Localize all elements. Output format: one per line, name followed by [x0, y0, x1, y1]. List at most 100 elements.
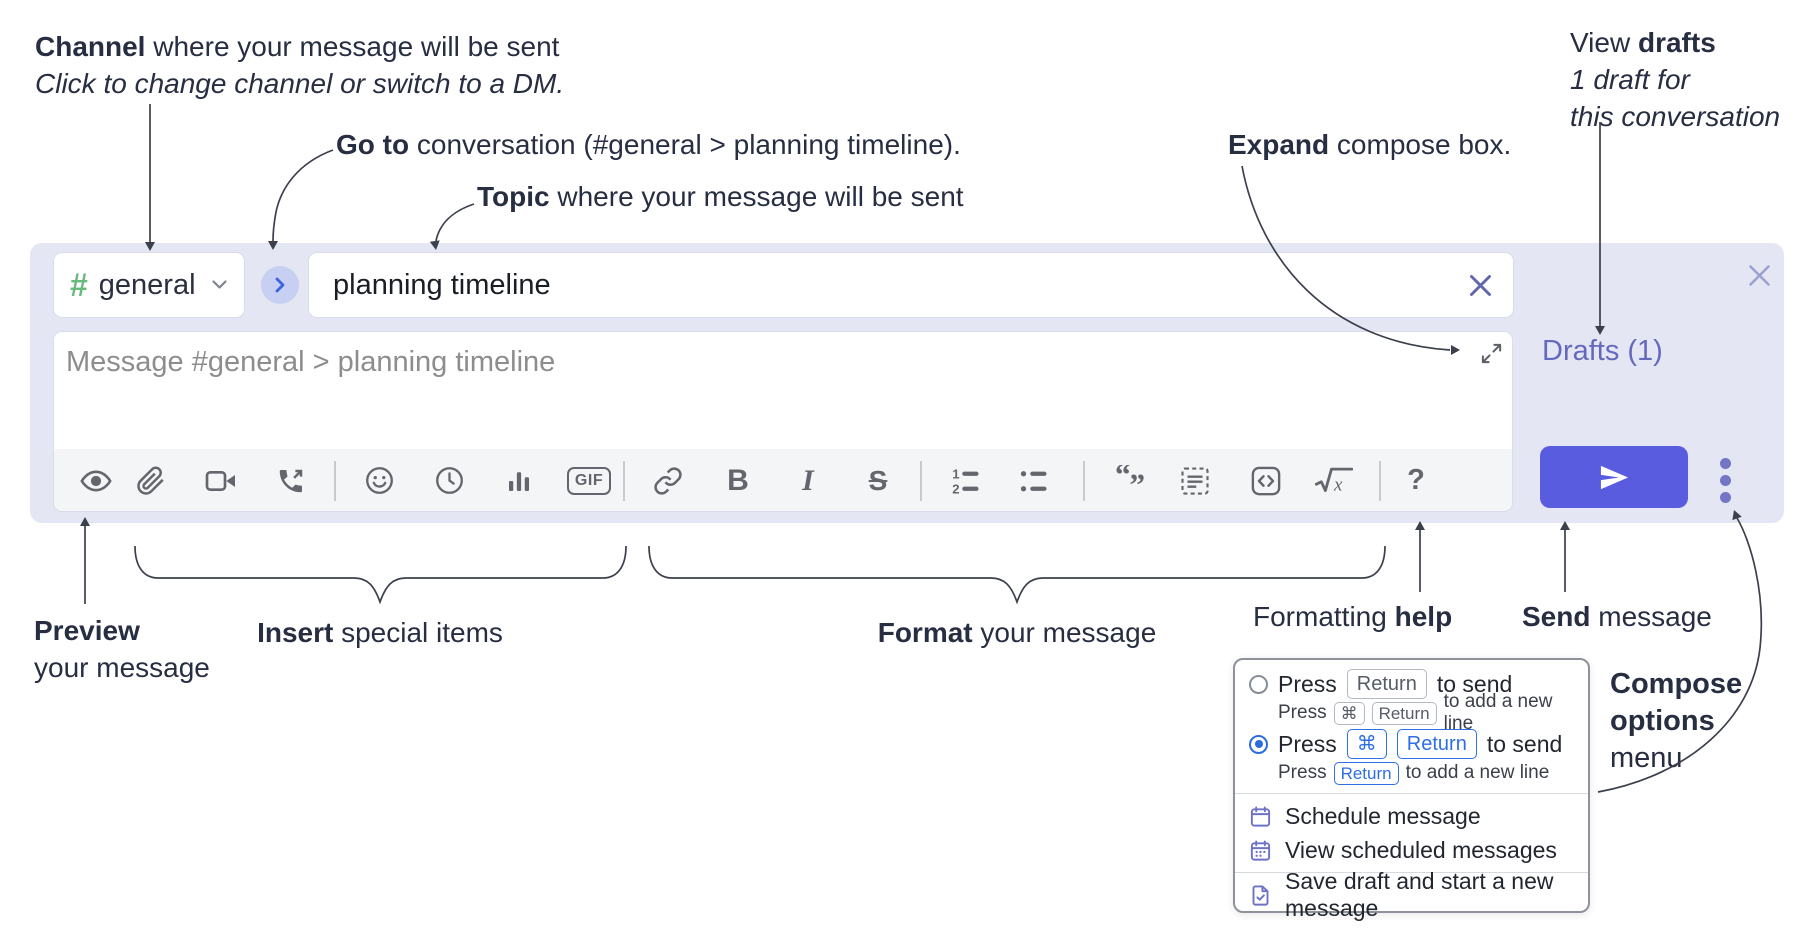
radio-unselected-icon[interactable]: [1249, 674, 1268, 694]
chevron-right-icon: [275, 277, 285, 293]
attach-file-button[interactable]: [129, 458, 173, 504]
math-button[interactable]: x: [1312, 458, 1356, 504]
video-camera-icon: [205, 470, 235, 491]
annotation-expand: Expand compose box.: [1228, 129, 1512, 160]
poll-button[interactable]: [497, 458, 541, 504]
compose-options-menu: Press Return to send Press ⌘ Return to a…: [1233, 658, 1590, 921]
link-button[interactable]: [646, 458, 690, 504]
numbered-list-icon: 12: [952, 466, 979, 496]
kebab-dot: [1719, 474, 1731, 486]
topic-input[interactable]: [308, 252, 1514, 318]
expand-compose-button[interactable]: [1478, 340, 1504, 366]
bulleted-list-button[interactable]: [1012, 458, 1056, 504]
gif-icon: GIF: [566, 466, 612, 495]
topic-clear-button[interactable]: [1466, 271, 1495, 300]
send-option-cmd-return-subtext: Press Return to add a new line: [1278, 761, 1550, 785]
option-text: to send: [1486, 730, 1563, 757]
kebab-dot: [1719, 491, 1731, 503]
math-icon: x: [1315, 467, 1353, 496]
toolbar-divider: [1379, 460, 1381, 501]
paperclip-icon: [137, 466, 164, 495]
annotation-format: Format your message: [877, 617, 1157, 648]
send-plane-icon: [1600, 465, 1628, 489]
channel-selector[interactable]: # general: [53, 252, 245, 318]
calendar-grid-icon: [1250, 839, 1271, 861]
menu-item-schedule-message[interactable]: Schedule message: [1235, 799, 1588, 833]
emoji-button[interactable]: [357, 458, 401, 504]
annotation-channel: Channel where your message will be sent …: [35, 28, 564, 102]
toolbar-divider: [920, 460, 922, 501]
goto-connector: [272, 149, 334, 242]
option-text: to send: [1436, 670, 1513, 697]
italic-icon: I: [802, 463, 814, 497]
italic-button[interactable]: I: [786, 458, 830, 504]
formatting-help-button[interactable]: ?: [1394, 458, 1438, 504]
strikethrough-icon: S: [868, 464, 888, 496]
close-compose-button[interactable]: [1746, 262, 1773, 289]
svg-text:”: ”: [1129, 467, 1145, 497]
option-text: Press: [1278, 730, 1337, 757]
send-option-return-subtext: Press ⌘ Return to add a new line: [1278, 691, 1553, 734]
gif-button[interactable]: GIF: [566, 458, 612, 504]
send-option-return[interactable]: Press Return to send: [1235, 668, 1588, 700]
annotation-preview: Preview your message: [34, 615, 210, 683]
close-icon: [1470, 275, 1491, 296]
go-to-conversation-button[interactable]: [261, 266, 299, 304]
bold-button[interactable]: B: [716, 458, 760, 504]
preview-button[interactable]: [74, 458, 118, 504]
annotation-channel-line2: Click to change channel or switch to a D…: [35, 68, 565, 99]
code-button[interactable]: [1244, 458, 1288, 504]
save-draft-icon: [1252, 884, 1269, 906]
video-call-button[interactable]: [199, 458, 243, 504]
menu-divider: [1235, 872, 1588, 873]
link-icon: [654, 466, 682, 495]
message-box: GIF B I S 12: [53, 331, 1513, 512]
svg-text:1: 1: [952, 466, 959, 481]
toolbar-divider: [1083, 460, 1085, 501]
audio-call-button[interactable]: [269, 458, 313, 504]
bar-chart-icon: [509, 471, 529, 491]
strikethrough-button[interactable]: S: [856, 458, 900, 504]
send-button[interactable]: [1540, 446, 1688, 508]
svg-text:x: x: [1333, 475, 1343, 496]
kebab-dot: [1719, 457, 1731, 469]
expand-icon: [1481, 343, 1501, 363]
annotation-view-drafts: View drafts 1 draft for this conversatio…: [1570, 24, 1780, 135]
time-button[interactable]: [427, 458, 471, 504]
chevron-down-icon: [211, 278, 228, 292]
insert-brace: [134, 545, 627, 605]
compose-box: # general: [30, 243, 1784, 523]
annotation-formatting-help: Formatting help: [1253, 601, 1453, 632]
menu-divider: [1235, 793, 1588, 794]
quote-button[interactable]: “”: [1110, 458, 1154, 504]
message-input[interactable]: [54, 332, 1512, 448]
annotation-channel-line1: Channel where your message will be sent: [35, 31, 560, 62]
toolbar-divider: [334, 460, 336, 501]
code-icon: [1251, 466, 1281, 495]
format-brace: [648, 545, 1386, 605]
channel-name: general: [98, 268, 196, 301]
question-mark-icon: ?: [1407, 464, 1425, 496]
return-key: Return: [1333, 761, 1399, 785]
send-option-cmd-return[interactable]: Press ⌘ Return to send: [1235, 728, 1588, 760]
spoiler-button[interactable]: [1173, 458, 1217, 504]
smiley-icon: [365, 467, 393, 494]
menu-item-save-draft[interactable]: Save draft and start a new message: [1235, 868, 1588, 921]
drafts-link[interactable]: Drafts (1): [1542, 335, 1663, 367]
annotation-send: Send message: [1522, 601, 1712, 632]
return-key: Return: [1396, 729, 1477, 759]
cmd-key: ⌘: [1346, 729, 1387, 759]
compose-options-menu-button[interactable]: [1712, 455, 1738, 505]
eye-icon: [80, 470, 112, 491]
return-key: Return: [1371, 701, 1437, 725]
menu-item-view-scheduled[interactable]: View scheduled messages: [1235, 833, 1588, 867]
annotation-topic: Topic where your message will be sent: [477, 181, 964, 212]
toolbar-divider: [623, 460, 625, 501]
bold-icon: B: [727, 463, 749, 497]
option-text: Press: [1278, 670, 1337, 697]
quote-icon: “”: [1115, 465, 1145, 497]
radio-selected-icon[interactable]: [1249, 734, 1268, 754]
